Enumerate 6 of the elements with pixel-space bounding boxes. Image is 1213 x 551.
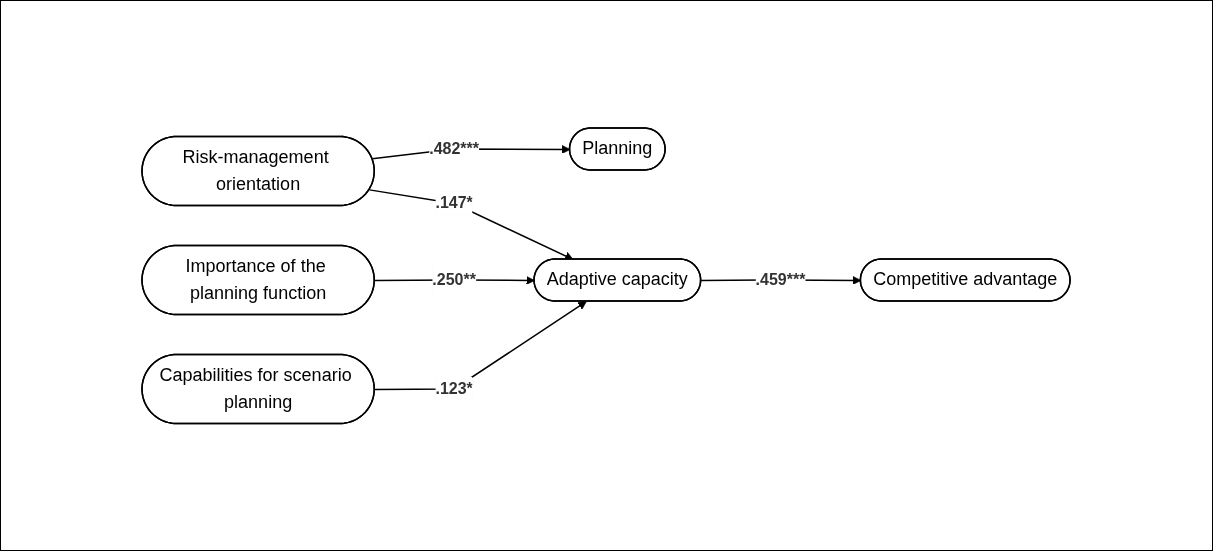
edge-label: .250**: [432, 270, 477, 288]
arrow: [369, 188, 574, 260]
edge-label: .482***: [429, 139, 480, 157]
edge-label: .459***: [756, 270, 806, 288]
edge-label: .123*: [435, 379, 474, 397]
edge-label: .147*: [435, 194, 474, 212]
